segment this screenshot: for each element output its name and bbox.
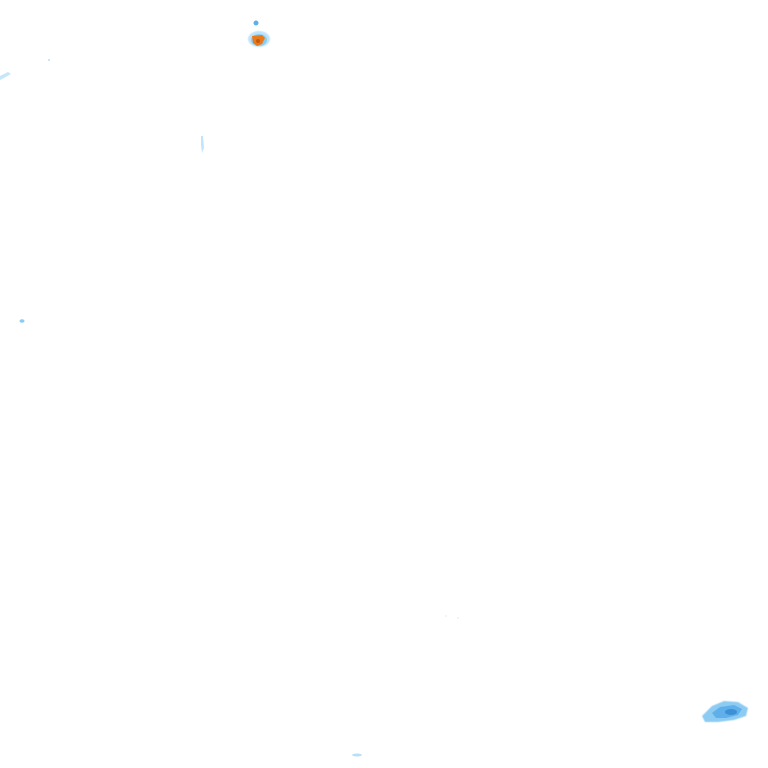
echo-speck-west-edge <box>0 72 11 80</box>
echo-faint-dot-2 <box>457 617 459 619</box>
rain-area-southeast[interactable] <box>702 701 748 722</box>
echo-streak <box>201 136 204 153</box>
echo-speck-west <box>19 319 25 323</box>
echo-speck-northwest <box>48 59 50 61</box>
echo-faint-dot-1 <box>445 615 447 617</box>
echo-intense-center <box>256 39 260 43</box>
echo-speck-south <box>352 753 362 757</box>
storm-cell-north[interactable] <box>248 31 270 47</box>
echo-heavy <box>725 709 737 715</box>
echo-speck-north <box>253 20 259 26</box>
